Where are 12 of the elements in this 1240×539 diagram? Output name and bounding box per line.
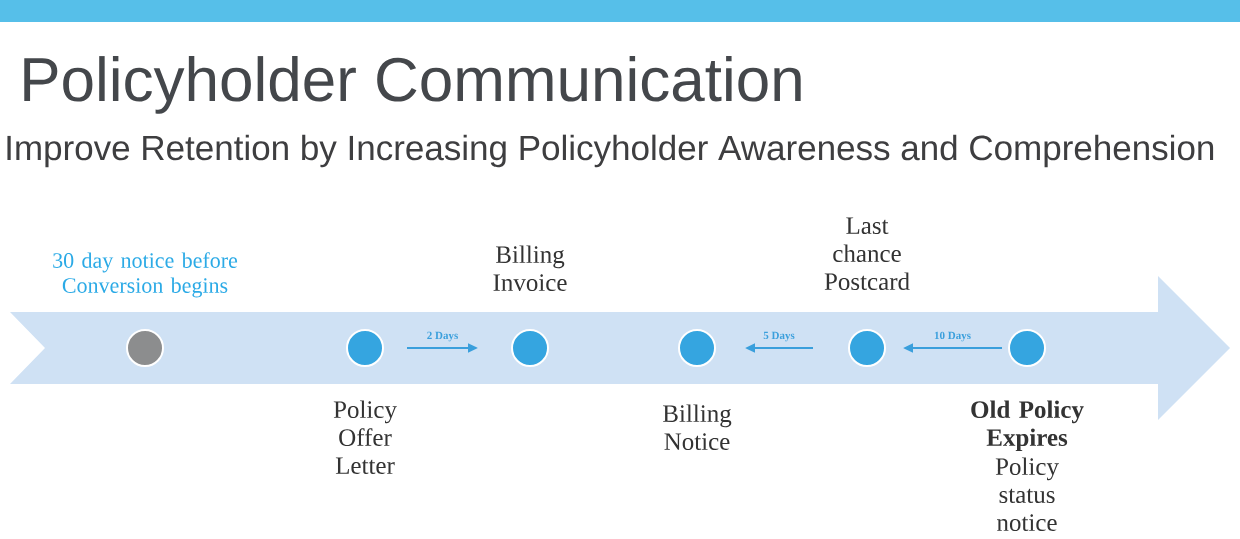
event-label: Billing Notice xyxy=(663,404,732,451)
event-label: 30 day notice before Conversion begins xyxy=(53,252,238,298)
event-label: Policy status notice xyxy=(995,457,1059,532)
title: Policyholder Communication xyxy=(24,56,801,114)
event-label: Billing Invoice xyxy=(493,245,567,292)
event-label: Policy Offer Letter xyxy=(333,400,397,475)
edge-label: 2 Days xyxy=(427,331,458,342)
edge-label: 10 Days xyxy=(934,331,971,342)
event-label: Old Policy Expires xyxy=(971,400,1084,452)
event-label: Last chance Postcard xyxy=(824,217,910,291)
subtitle: Improve Retention by Increasing Policyholder Awareness and Comprehension xyxy=(7,134,1214,168)
edge-label: 5 Days xyxy=(763,331,795,342)
